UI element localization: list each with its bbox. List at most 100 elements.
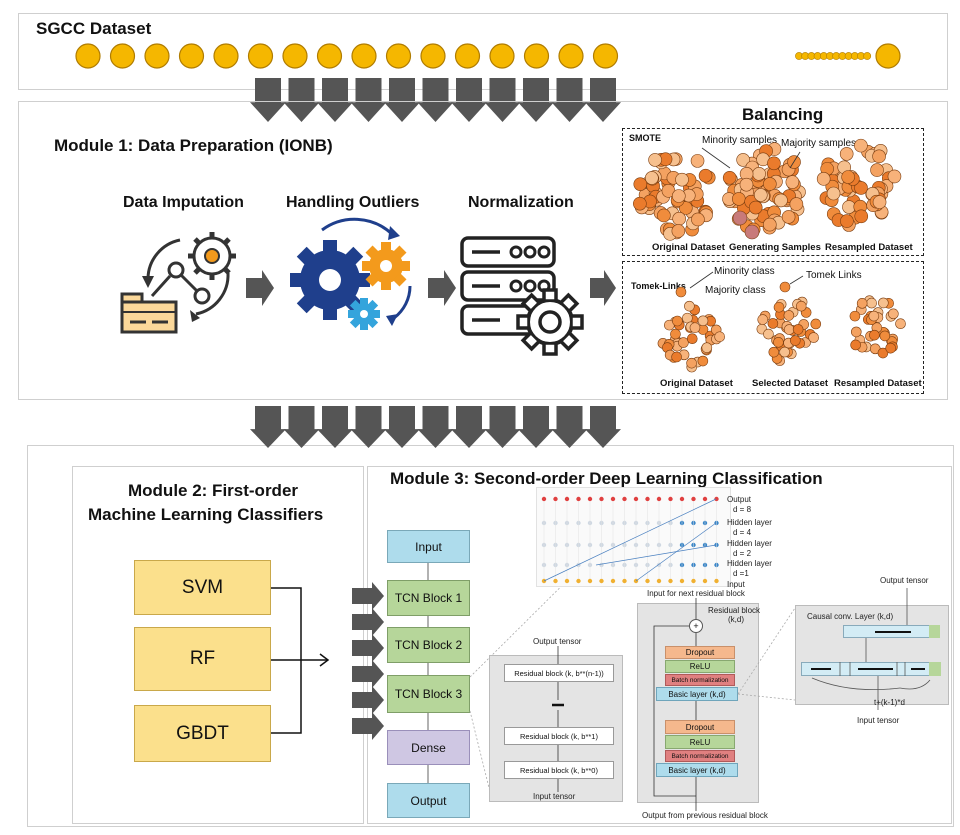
dilation-node	[633, 496, 639, 502]
cluster-point	[870, 163, 884, 177]
dilation-node	[668, 578, 673, 584]
cluster-point	[690, 154, 705, 168]
down-arrow	[417, 78, 454, 122]
data-point	[385, 43, 412, 69]
smote-minority-label: Minority samples	[702, 135, 778, 146]
smote-majority-label: Majority samples	[781, 138, 857, 149]
cluster-point	[671, 351, 682, 363]
cluster-point	[763, 177, 777, 191]
classifier-gbdt: GBDT	[134, 705, 271, 762]
cluster-point	[879, 330, 891, 342]
pipeline-tcn-block-1: TCN Block 1	[387, 580, 470, 616]
dilation-node	[645, 496, 650, 502]
down-arrow	[551, 78, 588, 122]
cluster-point	[767, 156, 781, 171]
cluster-point	[672, 315, 683, 327]
normalization-icon	[460, 236, 584, 356]
dilation-diagram	[536, 487, 731, 587]
cluster-point	[795, 300, 807, 312]
balancing-clusters	[633, 138, 906, 373]
dilation-node	[714, 496, 719, 502]
cluster-point	[854, 138, 868, 153]
cluster-point	[763, 328, 774, 340]
residual-add-node: +	[689, 619, 703, 633]
data-point	[351, 43, 377, 69]
dilation-node	[610, 578, 616, 584]
cluster-point	[739, 177, 754, 192]
cluster-point	[686, 333, 698, 344]
down-arrow	[250, 406, 286, 448]
cluster-point	[671, 224, 686, 238]
cluster-point	[671, 189, 686, 203]
data-point	[144, 43, 170, 69]
dilation-node	[576, 496, 581, 502]
residual-upper-dropout: Dropout	[665, 646, 735, 659]
cluster-point	[790, 335, 801, 346]
classifier-rf: RF	[134, 627, 271, 691]
cluster-point	[792, 324, 804, 335]
cluster-point	[675, 172, 689, 187]
data-point	[178, 43, 205, 69]
tomek-point	[779, 281, 791, 293]
smote-caption-original: Original Dataset	[652, 242, 725, 253]
cluster-point	[691, 212, 705, 227]
residual-lower-basic: Basic layer (k,d)	[656, 763, 738, 777]
down-arrow	[451, 78, 487, 122]
generated-sample	[744, 224, 760, 240]
dilation-node	[553, 578, 558, 584]
data-imputation-icon	[120, 232, 236, 334]
tomek-caption-selected: Selected Dataset	[752, 378, 829, 389]
pipeline-tcn-block-3: TCN Block 3	[387, 675, 470, 713]
dilation-node	[691, 578, 696, 584]
pipeline-dense: Dense	[387, 730, 470, 765]
dilation-hidden2-label: Hidden layer	[727, 539, 772, 548]
cluster-point	[768, 346, 780, 358]
cluster-point	[840, 214, 854, 228]
dilation-node	[587, 496, 593, 502]
tomek-caption-original: Original Dataset	[660, 378, 733, 389]
handling-outliers-icon	[290, 217, 412, 330]
data-point	[316, 43, 343, 69]
module3-title: Module 3: Second-order Deep Learning Cla…	[390, 469, 823, 488]
sgcc-panel	[18, 13, 948, 90]
cluster-point	[767, 318, 779, 329]
pointer-line	[789, 151, 801, 169]
cluster-point	[895, 318, 906, 330]
step-handling-outliers: Handling Outliers	[286, 194, 420, 211]
data-point	[213, 43, 239, 69]
data-point	[75, 43, 101, 69]
down-arrow	[585, 406, 621, 448]
stack-input-tensor: Input tensor	[533, 792, 576, 801]
cluster-point	[785, 175, 800, 189]
cluster-point	[757, 314, 769, 325]
smote-box	[622, 128, 924, 256]
stack-block-n: Residual block (k, b**(n-1))	[504, 664, 614, 682]
dilation-d8-label: d = 8	[733, 505, 752, 514]
dilation-d2-label: d = 2	[733, 549, 752, 558]
tomek-links-label: Tomek Links	[806, 270, 862, 281]
cluster-point	[868, 310, 880, 322]
cluster-point	[774, 193, 788, 208]
down-arrow	[551, 406, 588, 448]
sgcc-title: SGCC Dataset	[36, 19, 152, 38]
dilation-hidden1-label: Hidden layer	[727, 518, 772, 527]
residual-lower-batchnorm: Batch normalization	[665, 750, 735, 762]
module1-title: Module 1: Data Preparation (IONB)	[54, 136, 333, 155]
dilation-d4-label: d = 4	[733, 528, 752, 537]
down-arrow	[484, 78, 521, 122]
residual-lower-dropout: Dropout	[665, 720, 735, 734]
cluster-point	[714, 331, 725, 343]
cluster-point	[850, 339, 861, 351]
minority-point	[675, 286, 687, 298]
tomek-caption-resampled: Resampled Dataset	[834, 378, 922, 389]
down-arrow	[283, 406, 320, 448]
residual-upper-relu: ReLU	[665, 660, 735, 673]
cluster-point	[779, 346, 790, 358]
cluster-point	[684, 300, 695, 312]
cluster-point	[648, 153, 662, 167]
